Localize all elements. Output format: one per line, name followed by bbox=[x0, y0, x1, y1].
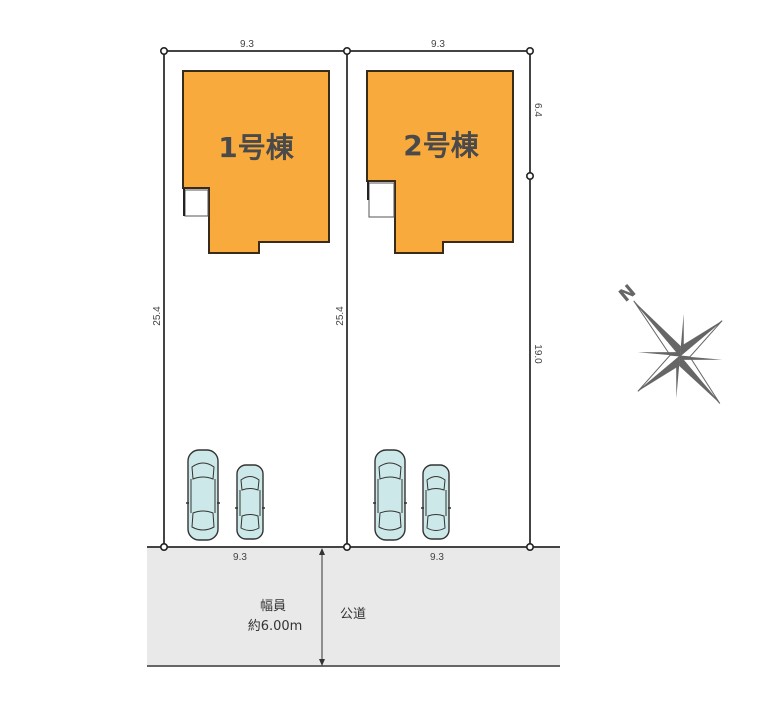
dim-lot1-bottom: 9.3 bbox=[233, 552, 247, 563]
dim-lot1-left: 25.4 bbox=[152, 306, 163, 326]
dim-lot2-top: 9.3 bbox=[431, 39, 445, 50]
car-1b bbox=[234, 464, 266, 540]
compass-north-label: N bbox=[615, 281, 640, 307]
car-2a bbox=[372, 449, 408, 541]
building-2: 2号棟 bbox=[366, 70, 514, 254]
car-1a bbox=[185, 449, 221, 541]
building-1: 1号棟 bbox=[182, 70, 330, 254]
road-width-value: 約6.00m bbox=[248, 619, 303, 634]
dim-lot2-right-upper: 6.4 bbox=[532, 103, 543, 117]
boundary-markers bbox=[160, 46, 534, 551]
dim-lot2-right-lower: 19.0 bbox=[532, 344, 543, 364]
car-2b bbox=[420, 464, 452, 540]
road-name: 公道 bbox=[340, 607, 366, 622]
building-2-label: 2号棟 bbox=[403, 129, 479, 162]
road-width-label: 幅員 bbox=[260, 599, 286, 614]
dim-lot2-bottom: 9.3 bbox=[430, 552, 444, 563]
dim-lot1-right: 25.4 bbox=[335, 306, 346, 326]
dim-lot1-top: 9.3 bbox=[240, 39, 254, 50]
road-area bbox=[147, 547, 560, 665]
compass-icon: N bbox=[615, 281, 723, 404]
road-width-arrow bbox=[319, 548, 325, 666]
building-1-label: 1号棟 bbox=[218, 131, 294, 164]
